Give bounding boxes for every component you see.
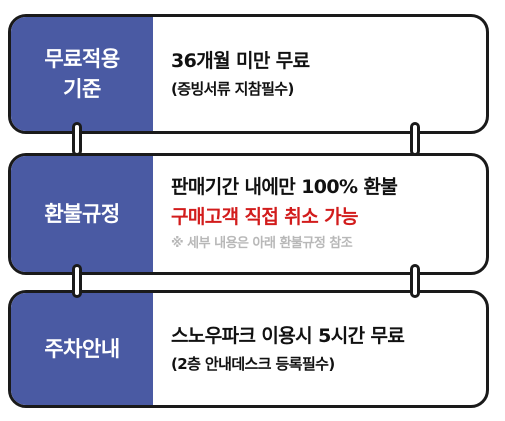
parking-sub: (2층 안내데스크 등록필수) <box>171 355 335 373</box>
info-card-parking: 주차안내 스노우파크 이용시 5시간 무료 (2층 안내데스크 등록필수) <box>8 290 489 408</box>
free-criteria-main: 36개월 미만 무료 <box>171 50 310 72</box>
card-label-text: 무료적용 기준 <box>44 47 120 101</box>
refund-policy-highlight: 구매고객 직접 취소 가능 <box>171 206 358 228</box>
free-criteria-sub: (증빙서류 지참필수) <box>171 80 294 98</box>
refund-policy-main: 판매기간 내에만 100% 환불 <box>171 176 398 198</box>
card-label-free-criteria: 무료적용 기준 <box>11 17 153 131</box>
info-card-free-criteria: 무료적용 기준 36개월 미만 무료 (증빙서류 지참필수) <box>8 14 489 134</box>
card-label-refund-policy: 환불규정 <box>11 156 153 272</box>
info-card-refund-policy: 환불규정 판매기간 내에만 100% 환불 구매고객 직접 취소 가능 ※ 세부… <box>8 153 489 275</box>
ring-connector-right-bottom <box>410 264 420 298</box>
ring-connector-left-top <box>72 122 82 156</box>
card-content: 36개월 미만 무료 (증빙서류 지참필수) <box>153 17 486 131</box>
ring-connector-left-bottom <box>72 264 82 298</box>
card-label-text: 환불규정 <box>44 202 120 226</box>
card-content: 판매기간 내에만 100% 환불 구매고객 직접 취소 가능 ※ 세부 내용은 … <box>153 156 486 272</box>
parking-main: 스노우파크 이용시 5시간 무료 <box>171 325 405 347</box>
card-label-text: 주차안내 <box>44 337 120 361</box>
refund-policy-note: ※ 세부 내용은 아래 환불규정 참조 <box>171 236 353 251</box>
card-content: 스노우파크 이용시 5시간 무료 (2층 안내데스크 등록필수) <box>153 293 486 405</box>
card-label-parking: 주차안내 <box>11 293 153 405</box>
ring-connector-right-top <box>410 122 420 156</box>
